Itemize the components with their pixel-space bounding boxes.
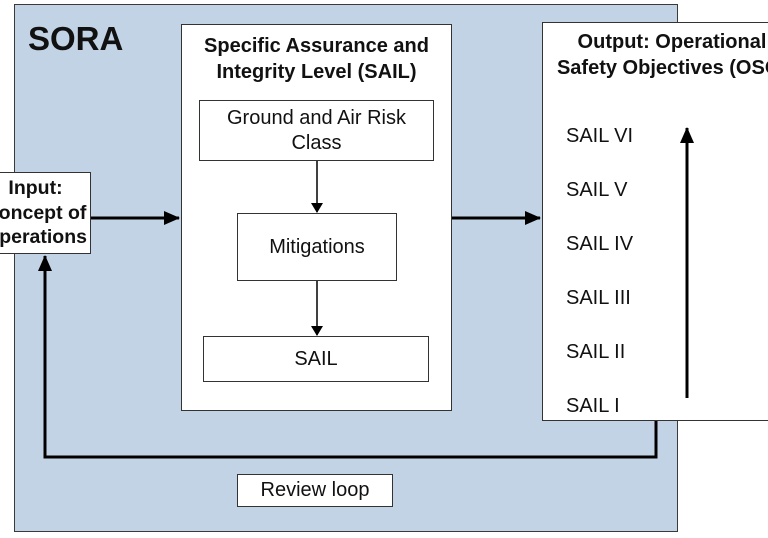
sail-level-iv: SAIL IV [566,233,634,255]
sail-level-iii: SAIL III [566,287,631,309]
sail-level-vi: SAIL VI [566,125,634,147]
sail-panel-title: Specific Assurance and Integrity Level (… [204,35,429,84]
review-loop-box: Review loop [237,474,393,507]
sail-level-v: SAIL V [566,179,628,201]
output-panel-title: Output: Operational Safety Objectives (O… [556,31,768,80]
ground-air-risk-class-box: Ground and Air Risk Class [199,100,434,161]
sail-result-box: SAIL [203,336,429,382]
sail-level-ii: SAIL II [566,341,626,363]
sail-level-i: SAIL I [566,395,620,417]
mitigations-box: Mitigations [237,213,397,281]
sora-title: SORA [28,20,124,57]
input-concept-of-operations-box: Input: Concept of Operations [0,172,91,254]
